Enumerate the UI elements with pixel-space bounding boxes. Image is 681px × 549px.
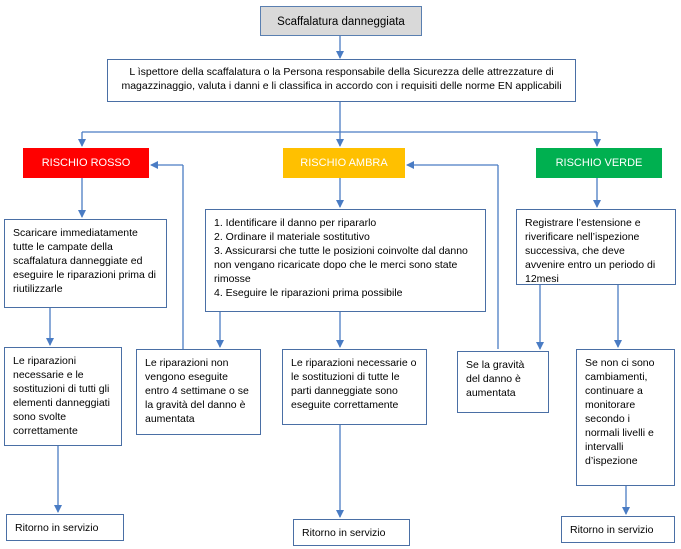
risk-red-label: RISCHIO ROSSO [41, 157, 131, 169]
diagram-title: Scaffalatura danneggiata [260, 6, 422, 36]
risk-amber-box: RISCHIO AMBRA [283, 148, 405, 178]
amber-return-box: Ritorno in servizio [293, 519, 410, 546]
amber-step: 2. Ordinare il materiale sostitutivo [214, 231, 370, 243]
amber-return-text: Ritorno in servizio [302, 527, 386, 539]
green-action-box: Registrare l’estensione e riverificare n… [516, 209, 676, 285]
green-unchanged-box: Se non ci sono cambiamenti, continuare a… [576, 349, 675, 486]
red-return-box: Ritorno in servizio [6, 514, 124, 541]
red-done-text: Le riparazioni necessarie e le sostituzi… [13, 355, 110, 437]
green-return-text: Ritorno in servizio [570, 524, 654, 536]
risk-green-box: RISCHIO VERDE [536, 148, 662, 178]
risk-red-box: RISCHIO ROSSO [23, 148, 149, 178]
risk-amber-label: RISCHIO AMBRA [300, 157, 388, 169]
amber-escalate-box: Le riparazioni non vengono eseguite entr… [136, 349, 261, 435]
amber-done-box: Le riparazioni necessarie o le sostituzi… [282, 349, 427, 425]
intro-box: L ìspettore della scaffalatura o la Pers… [107, 59, 576, 102]
green-return-box: Ritorno in servizio [561, 516, 675, 543]
amber-steps-box: 1. Identificare il danno per ripararlo 2… [205, 209, 486, 312]
green-escalate-box: Se la gravità del danno è aumentata [457, 351, 549, 413]
diagram-title-text: Scaffalatura danneggiata [277, 16, 405, 28]
amber-step: 3. Assicurarsi che tutte le posizioni co… [214, 245, 468, 285]
green-escalate-text: Se la gravità del danno è aumentata [466, 359, 525, 399]
amber-steps-list: 1. Identificare il danno per ripararlo 2… [214, 216, 477, 300]
amber-escalate-text: Le riparazioni non vengono eseguite entr… [145, 357, 249, 425]
red-return-text: Ritorno in servizio [15, 522, 99, 534]
red-action-text: Scaricare immediatamente tutte le campat… [13, 227, 156, 295]
red-action-box: Scaricare immediatamente tutte le campat… [4, 219, 167, 308]
green-action-text: Registrare l’estensione e riverificare n… [525, 217, 656, 285]
green-unchanged-text: Se non ci sono cambiamenti, continuare a… [585, 357, 655, 467]
risk-green-label: RISCHIO VERDE [555, 157, 643, 169]
amber-step: 1. Identificare il danno per ripararlo [214, 217, 377, 229]
amber-step: 4. Eseguire le riparazioni prima possibi… [214, 287, 403, 299]
amber-done-text: Le riparazioni necessarie o le sostituzi… [291, 357, 417, 411]
red-done-box: Le riparazioni necessarie e le sostituzi… [4, 347, 122, 446]
intro-text: L ìspettore della scaffalatura o la Pers… [121, 66, 562, 92]
